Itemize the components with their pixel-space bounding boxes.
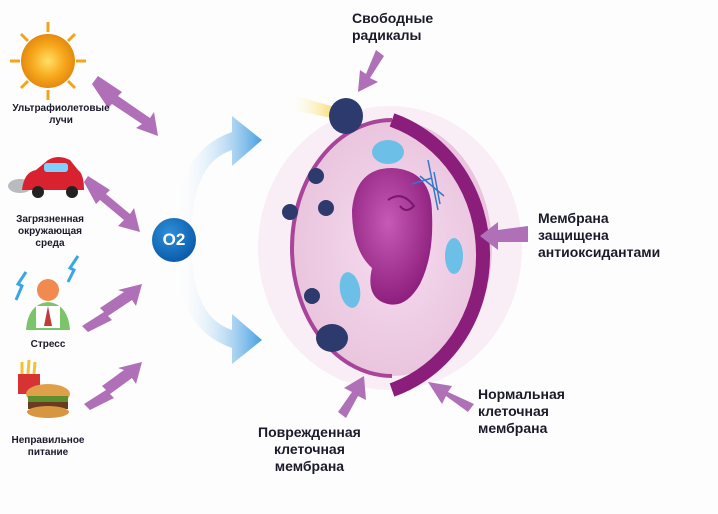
polluted-environment-label: Загрязненная окружающая среда — [16, 214, 84, 249]
poor-diet-label: Неправильное питание — [11, 435, 85, 458]
uv-rays-label: Ультрафиолетовые лучи — [12, 103, 110, 126]
free-radicals-arrow — [358, 50, 384, 92]
cell — [258, 106, 522, 397]
stress-label: Стресс — [30, 339, 66, 350]
stressed-person-icon — [14, 255, 80, 330]
free-radical — [282, 204, 298, 220]
oxygen-label: O2 — [162, 230, 186, 249]
free-radical — [308, 168, 324, 184]
free-radical — [304, 288, 320, 304]
uv-arrow — [92, 76, 158, 136]
source-arrows — [82, 76, 158, 410]
free-radical — [329, 98, 363, 134]
normal-membrane-arrow — [428, 382, 474, 412]
damaged-membrane-arrow — [338, 376, 366, 418]
damaged-membrane-band — [290, 118, 393, 378]
free-radicals-label: Свободные радикалы — [352, 10, 434, 43]
pollution-arrow — [84, 176, 140, 232]
car-icon — [8, 157, 84, 198]
free-radicals — [282, 98, 363, 352]
protected-membrane-arrow — [480, 222, 528, 250]
protected-membrane-label: Мембрана защищена антиоксидантами — [538, 210, 661, 260]
free-radical — [316, 324, 348, 352]
callout-arrows — [338, 50, 528, 418]
oxygen-molecule: O2 — [152, 218, 196, 262]
normal-membrane-band — [389, 113, 491, 397]
stress-arrow — [82, 284, 142, 332]
junk-food-icon — [18, 359, 70, 418]
sun-icon — [10, 22, 86, 100]
nucleus — [352, 168, 433, 305]
normal-membrane-label: Нормальная клеточная мембрана — [478, 386, 565, 436]
food-arrow — [84, 362, 142, 410]
free-radical — [318, 200, 334, 216]
oxygen-flow-arrows — [176, 116, 262, 364]
damaged-membrane-label: Поврежденная клеточная мембрана — [258, 424, 361, 474]
